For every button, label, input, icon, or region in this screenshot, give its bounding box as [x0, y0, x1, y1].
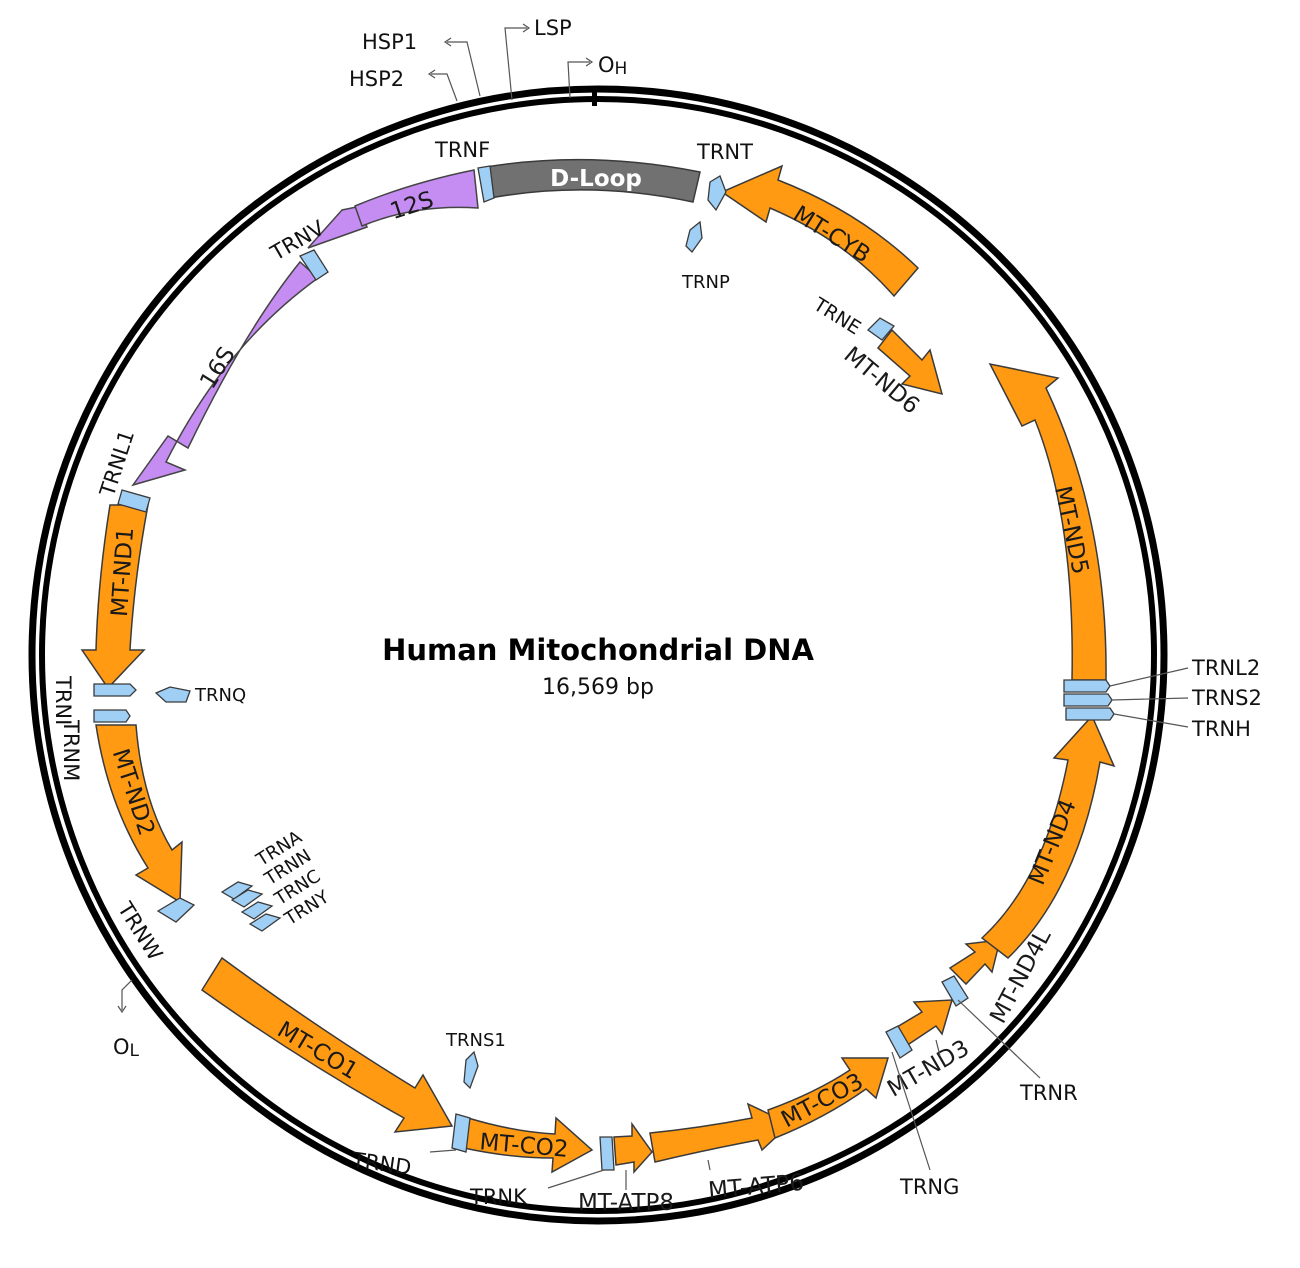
trng-block [885, 1025, 913, 1059]
trnp-label: TRNP [681, 272, 730, 293]
nd4l-arrow [948, 939, 1001, 986]
lsp-arrow-icon [522, 23, 531, 33]
hsp1-arrow-icon [443, 37, 452, 47]
trnr-block [941, 975, 969, 1007]
trnq-label: TRNQ [194, 685, 246, 706]
trns2-block [1063, 693, 1113, 707]
nd1-label: MT-ND1 [107, 526, 139, 617]
diagram-title: Human Mitochondrial DNA [382, 633, 814, 667]
hsp2-label: HSP2 [349, 67, 404, 91]
trns1-block [463, 1050, 479, 1090]
trni-label: TRNI [51, 675, 75, 725]
trnh-block [1065, 707, 1115, 721]
hsp1-label: HSP1 [362, 30, 417, 54]
trny-block [248, 913, 282, 932]
trnt-block [707, 175, 727, 212]
trnf-label: TRNF [434, 138, 490, 162]
trnl1-label: TRNL1 [95, 427, 139, 500]
co3-arrow [767, 1057, 890, 1140]
nd5-arrow [988, 362, 1107, 681]
trnc-block [240, 901, 274, 920]
trnl2-label: TRNL2 [1191, 656, 1260, 680]
nd3-leader [935, 1039, 941, 1057]
trns1-label: TRNS1 [445, 1030, 506, 1051]
oh-label: OH [598, 53, 627, 79]
trnv-block [299, 249, 329, 281]
trnp-block [685, 220, 703, 254]
trnm-label: TRNM [59, 719, 83, 781]
trnk-block [599, 1136, 615, 1171]
lsp-label: LSP [534, 16, 572, 40]
hsp2-arrow-icon [427, 69, 436, 79]
atp6-label: MT-ATP6 [707, 1170, 805, 1204]
ol-arrow-icon [117, 1005, 127, 1014]
hsp1-leader [447, 41, 481, 97]
atp8-arrow [613, 1121, 653, 1174]
nd6-arrow [876, 328, 944, 396]
trng-label: TRNG [899, 1175, 959, 1199]
dloop-block [485, 158, 701, 203]
trnw-block [156, 897, 196, 923]
co1-arrow [200, 956, 454, 1133]
cyb-arrow [720, 164, 920, 298]
trnh-label: TRNH [1191, 717, 1251, 741]
trne-block [866, 317, 896, 341]
dloop-label: D-Loop [550, 166, 642, 192]
trnf-block [477, 165, 495, 203]
trnm-block [93, 709, 131, 723]
rrna-16s-arrow [131, 260, 320, 487]
trns2-leader [1111, 697, 1189, 701]
oh-marker [592, 88, 597, 106]
atp8-label: MT-ATP8 [578, 1190, 674, 1216]
trnn-block [230, 889, 264, 908]
oh-arrow-icon [585, 57, 594, 67]
co2-arrow [463, 1116, 594, 1174]
trne-label: TRNE [809, 293, 865, 339]
diagram-subtitle: 16,569 bp [542, 675, 654, 700]
ol-label: OL [113, 1035, 140, 1061]
trnl1-block [117, 489, 151, 513]
atp6-leader [707, 1159, 711, 1171]
trnl2-leader [1109, 667, 1189, 687]
genome-ring-inner [39, 96, 1157, 1214]
rrna-12s-body [354, 169, 479, 227]
trnt-label: TRNT [696, 140, 753, 164]
ol-leader [121, 979, 133, 1010]
trnk-leader [547, 1169, 605, 1189]
rrna-16s-label: 16S [195, 343, 240, 394]
trnh-leader [1113, 713, 1189, 728]
trnr-label: TRNR [1019, 1081, 1078, 1105]
trnl2-block [1063, 679, 1111, 693]
trnd-block [451, 1113, 471, 1153]
nd1-arrow [80, 504, 149, 690]
oh-leader [567, 61, 590, 99]
genome-ring-outer [28, 85, 1168, 1225]
trng-leader [891, 1051, 931, 1171]
trnq-block [154, 686, 191, 703]
trnd-label: TRND [350, 1148, 413, 1180]
trna-block [220, 881, 254, 900]
trni-block [93, 683, 137, 697]
nd3-arrow [890, 999, 954, 1047]
trnr-leader [957, 999, 1041, 1079]
nd4-arrow [980, 714, 1116, 959]
lsp-leader [504, 27, 527, 101]
trnd-leader [429, 1149, 457, 1153]
trnk-label: TRNK [469, 1185, 528, 1209]
hsp2-leader [431, 73, 458, 102]
trns2-label: TRNS2 [1191, 686, 1262, 710]
